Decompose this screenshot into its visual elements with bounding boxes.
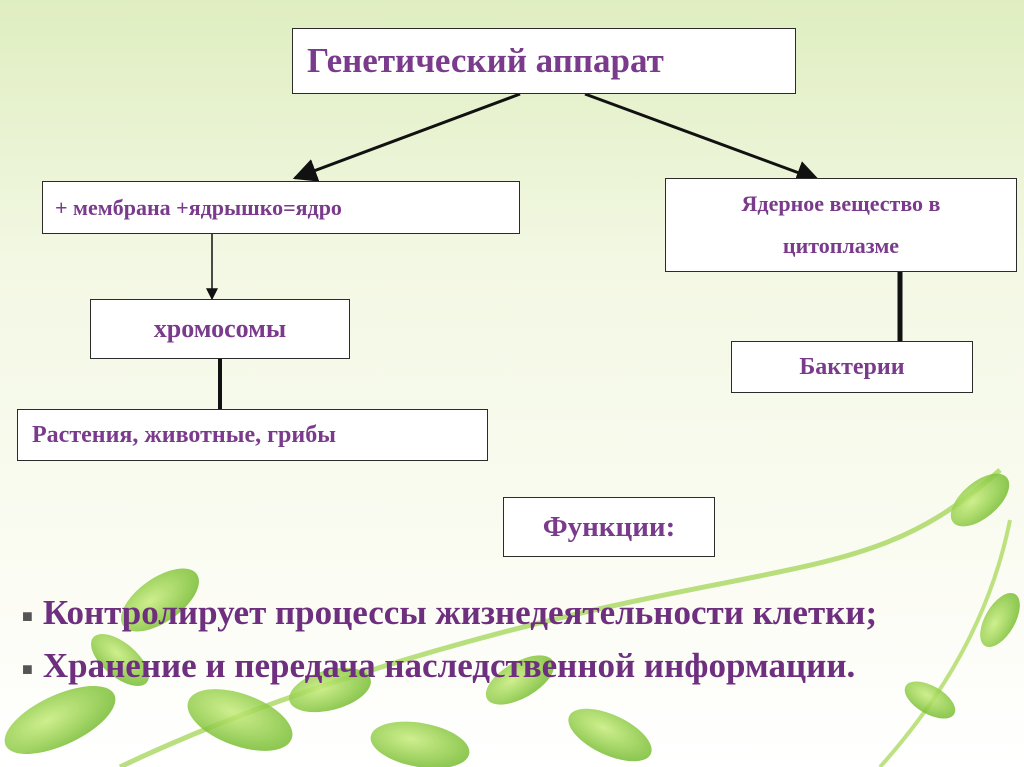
function-text: Контролирует процессы жизнедеятельности … [42, 593, 878, 632]
bacteria-box: Бактерии [731, 341, 973, 393]
title-text: Генетический аппарат [307, 41, 664, 80]
list-item: ■ Хранение и передача наследственной инфо… [22, 641, 1022, 694]
eukaryotes-box: Растения, животные, грибы [17, 409, 488, 461]
title-box: Генетический аппарат [292, 28, 796, 94]
left-branch-text: + мембрана +ядрышко=ядро [55, 194, 342, 220]
function-text: Хранение и передача наследственной инфор… [42, 645, 856, 685]
square-bullet-icon: ■ [22, 658, 33, 679]
right-branch-box: Ядерное вещество в цитоплазме [665, 178, 1017, 272]
list-item: ■ Контролирует процессы жизнедеятельности… [22, 588, 1022, 641]
functions-list: ■ Контролирует процессы жизнедеятельности… [22, 588, 1022, 694]
chromosomes-box: хромосомы [90, 299, 350, 359]
chromosomes-text: хромосомы [153, 314, 287, 343]
right-branch-text: Ядерное вещество в цитоплазме [741, 191, 941, 258]
eukaryotes-text: Растения, животные, грибы [32, 421, 336, 448]
bacteria-text: Бактерии [799, 353, 905, 380]
left-branch-box: + мембрана +ядрышко=ядро [42, 181, 520, 234]
functions-heading-box: Функции: [503, 497, 715, 557]
square-bullet-icon: ■ [22, 605, 33, 626]
functions-heading-text: Функции: [542, 510, 676, 543]
